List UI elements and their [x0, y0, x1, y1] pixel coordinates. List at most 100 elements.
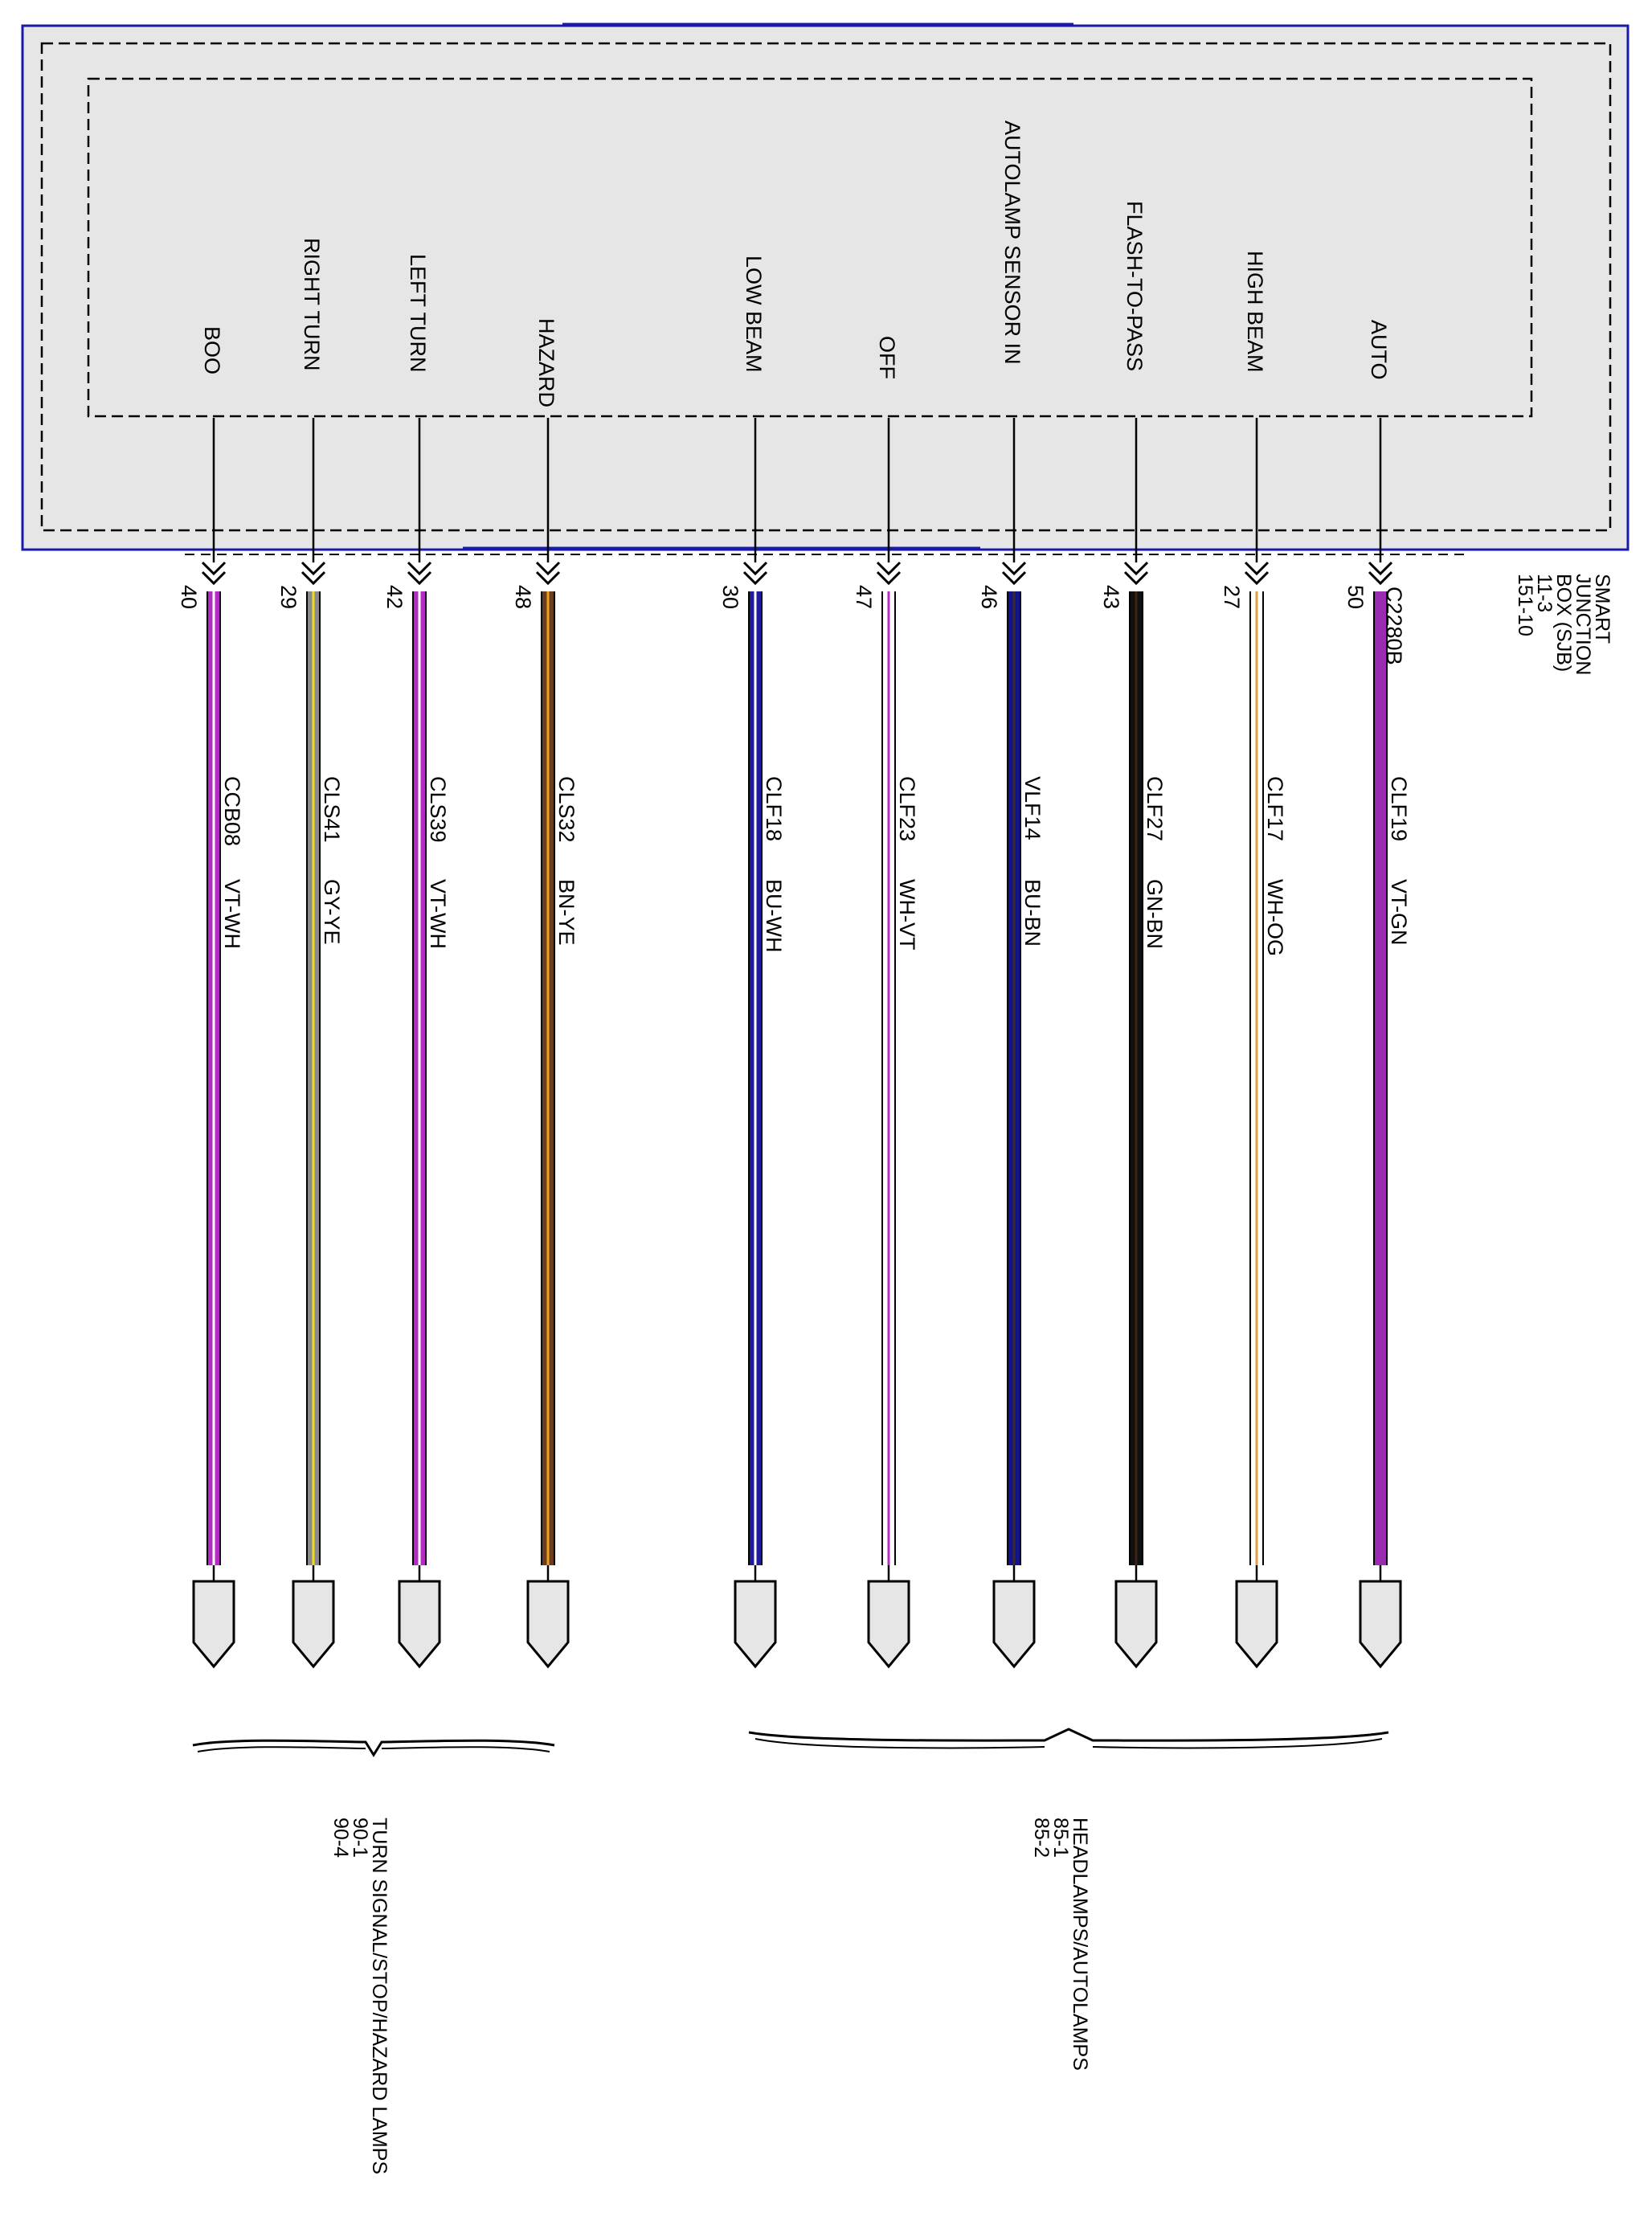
signal-label: FLASH-TO-PASS [1122, 201, 1147, 371]
wire-color-code: WH-VT [895, 879, 919, 950]
wire-stripe [887, 591, 890, 1565]
connector-chevron [1368, 561, 1393, 576]
turn-signal-group-title: TURN SIGNAL/STOP/HAZARD LAMPS [368, 1818, 391, 2174]
headlamps-group-brace-inner [754, 1738, 1383, 1749]
pin-number: 46 [977, 585, 1001, 609]
signal-label: RIGHT TURN [300, 238, 324, 371]
wire-color-code: VT-GN [1387, 879, 1411, 946]
turn-signal-group-ref-2: 90-4 [329, 1818, 352, 1858]
circuit-label: CLF27 [1143, 776, 1167, 841]
wire-color-code: VT-WH [426, 879, 450, 949]
circuit-label: CLF23 [895, 776, 919, 841]
circuit-label: CLS41 [320, 776, 344, 843]
connector-chevron-lower [301, 570, 326, 586]
connector-chevron-lower [407, 570, 432, 586]
connector-terminal [867, 1580, 910, 1669]
circuit-label: CLF17 [1263, 776, 1287, 841]
headlamps-group-label: HEADLAMPS/AUTOLAMPS 85-1 85-2 [1030, 1818, 1091, 2076]
circuit-label: CLS39 [426, 776, 450, 843]
connector-chevron [876, 561, 902, 576]
connector-chevron [301, 561, 326, 576]
connector-chevron [1001, 561, 1027, 576]
module-name-line-3: BOX (SJB) [1552, 574, 1575, 672]
connector-terminal [1359, 1580, 1402, 1669]
turn-signal-group-label: TURN SIGNAL/STOP/HAZARD LAMPS 90-1 90-4 [329, 1818, 391, 2180]
wire-color-code: GN-BN [1143, 879, 1167, 949]
module-panel-fill [21, 24, 1630, 551]
wire-stripe [418, 591, 421, 1565]
signal-label: BOO [200, 326, 224, 374]
pin-number: 47 [852, 585, 876, 609]
signal-label: AUTOLAMP SENSOR IN [1000, 121, 1024, 365]
connector-terminal [398, 1580, 441, 1669]
connector-chevron-lower [201, 570, 227, 586]
smart-junction-box-panel [21, 22, 1630, 555]
connector-terminal [192, 1580, 235, 1669]
connector-chevron-lower [1244, 570, 1270, 586]
wire-stripe [1379, 591, 1382, 1565]
connector-chevron-lower [1123, 570, 1149, 586]
pin-number: 30 [718, 585, 742, 609]
connector-chevron [742, 561, 768, 576]
wire-color-code: GY-YE [320, 879, 344, 945]
headlamps-group-ref-2: 85-2 [1030, 1818, 1053, 1858]
headlamps-group-brace [748, 1728, 1389, 1742]
connector-chevron-lower [1001, 570, 1027, 586]
wire-color-code: VT-WH [220, 879, 244, 949]
module-name-line-5: 151-10 [1514, 574, 1536, 636]
wire-stripe [312, 591, 315, 1565]
signal-label: OFF [875, 336, 899, 379]
connector-chevron-lower [1368, 570, 1393, 586]
wire-color-code: BN-YE [554, 879, 579, 946]
wire-stripe [212, 591, 215, 1565]
wire-stripe [754, 591, 757, 1565]
module-inner-dashed-border [87, 77, 1533, 418]
pin-number: 50 [1343, 585, 1368, 609]
wire-stripe [1135, 591, 1138, 1565]
connector-chevron [1123, 561, 1149, 576]
module-outer-dashed-border [40, 42, 1612, 532]
signal-label: HAZARD [534, 318, 558, 407]
connector-chevron [407, 561, 432, 576]
wire-stripe [546, 591, 550, 1565]
pin-number: 29 [276, 585, 301, 609]
wire-color-code: BU-WH [762, 879, 786, 952]
module-name: SMART JUNCTION BOX (SJB) 11-3 151-10 [1514, 574, 1613, 681]
connector-terminal [734, 1580, 777, 1669]
wire-stripe [1255, 591, 1258, 1565]
circuit-label: CCB08 [220, 776, 244, 846]
circuit-label: VLF14 [1020, 776, 1045, 840]
connector-terminal [992, 1580, 1036, 1669]
wire-color-code: BU-BN [1020, 879, 1045, 947]
connector-terminal [1114, 1580, 1158, 1669]
module-name-line-4: 11-3 [1533, 574, 1556, 612]
turn-signal-group-brace [192, 1739, 555, 1757]
connector-chevron-lower [742, 570, 768, 586]
wire-stripe [1012, 591, 1016, 1565]
pin-number: 48 [511, 585, 535, 609]
connector-terminal [526, 1580, 570, 1669]
connector-chevron [201, 561, 227, 576]
circuit-label: CLS32 [554, 776, 579, 843]
circuit-label: CLF19 [1387, 776, 1411, 841]
signal-label: LOW BEAM [742, 256, 766, 373]
wire-color-code: WH-OG [1263, 879, 1287, 956]
headlamps-group-ref-1: 85-1 [1049, 1818, 1072, 1858]
signal-label: AUTO [1367, 320, 1391, 380]
pin-number: 40 [177, 585, 201, 609]
turn-signal-group-ref-1: 90-1 [349, 1818, 371, 1858]
pin-number: 27 [1220, 585, 1244, 609]
signal-label: HIGH BEAM [1243, 251, 1267, 373]
connector-terminal [292, 1580, 335, 1669]
